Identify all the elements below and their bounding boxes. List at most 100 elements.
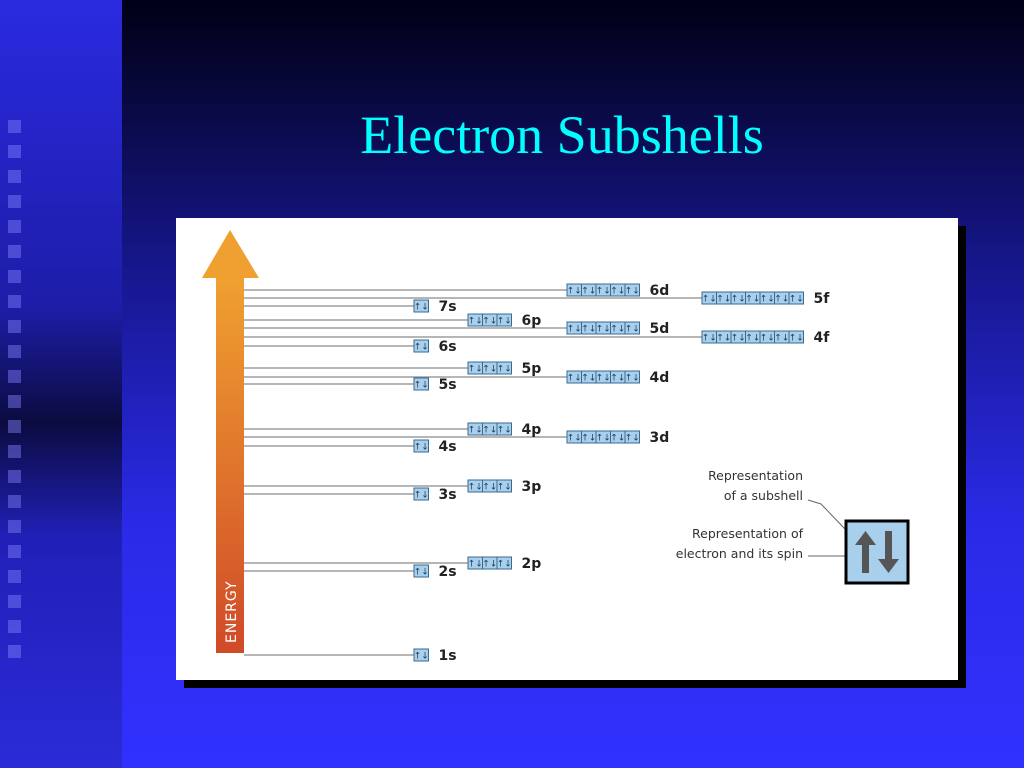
electron-spin-pair: ↑↓ [468, 483, 483, 493]
subshell-5s: ↑↓ 5s [413, 377, 457, 393]
subshell-label-7s: 7s [439, 299, 457, 315]
subshell-label-4d: 4d [650, 370, 670, 386]
electron-spin-pair: ↑↓ [581, 287, 596, 297]
electron-spin-pair: ↑↓ [745, 334, 760, 344]
energy-axis-label: ENERGY [224, 580, 240, 643]
energy-arrow-head [202, 230, 259, 278]
side-square [8, 320, 21, 333]
subshell-label-3s: 3s [439, 487, 457, 503]
subshell-label-3p: 3p [522, 479, 542, 495]
electron-spin-pair: ↑↓ [610, 434, 625, 444]
orbital-box [496, 479, 512, 493]
orbital-box [413, 339, 429, 353]
subshell-3s: ↑↓3s [413, 487, 457, 503]
legend-down-arrow-icon [878, 531, 899, 573]
side-decoration-strip [0, 0, 122, 768]
electron-spin-pair: ↑↓ [731, 295, 746, 305]
side-square [8, 470, 21, 483]
electron-spin-pair: ↑↓ [468, 560, 483, 570]
orbital-box [413, 299, 429, 313]
side-square [8, 445, 21, 458]
electron-spin-pair: ↑↓ [414, 652, 429, 662]
subshell-label-5s: 5s [439, 377, 457, 393]
legend-up-arrow-icon [855, 531, 876, 573]
subshell-3p: ↑↓↑↓↑↓3p [467, 479, 542, 495]
electron-spin-pair: ↑↓ [414, 568, 429, 578]
electron-spin-pair: ↑↓ [596, 287, 611, 297]
electron-spin-pair: ↑↓ [625, 434, 640, 444]
subshell-2p: ↑↓↑↓↑↓2p [467, 556, 541, 572]
side-square [8, 170, 21, 183]
orbital-box [624, 321, 640, 335]
orbital-box [413, 377, 429, 391]
side-square [8, 420, 21, 433]
subshell-label-5f: 5f [814, 291, 831, 307]
side-square [8, 195, 21, 208]
electron-spin-pair: ↑↓ [789, 334, 804, 344]
electron-spin-pair: ↑↓ [482, 483, 497, 493]
electron-spin-pair: ↑↓ [482, 317, 497, 327]
orbital-box [624, 430, 640, 444]
side-square [8, 395, 21, 408]
electron-spin-pair: ↑↓ [625, 374, 640, 384]
side-square [8, 120, 21, 133]
orbital-box [496, 361, 512, 375]
orbital-box [496, 313, 512, 327]
side-square [8, 595, 21, 608]
subshell-1s: ↑↓ 1s [413, 648, 457, 664]
electron-spin-pair: ↑↓ [731, 334, 746, 344]
electron-spin-pair: ↑↓ [774, 295, 789, 305]
electron-spin-pair: ↑↓ [414, 443, 429, 453]
side-square [8, 370, 21, 383]
side-square [8, 545, 21, 558]
electron-spin-pair: ↑↓ [414, 303, 429, 313]
energy-arrow-shaft [216, 278, 244, 653]
electron-spin-pair: ↑↓ [482, 365, 497, 375]
subshell-label-5p: 5p [522, 361, 542, 377]
side-square [8, 645, 21, 658]
orbital-box [496, 556, 512, 570]
electron-spin-pair: ↑↓ [581, 434, 596, 444]
orbital-box [496, 422, 512, 436]
energy-arrow: ENERGY [202, 230, 259, 653]
subshell-label-4f: 4f [814, 330, 831, 346]
orbital-box [413, 648, 429, 662]
electron-spin-pair: ↑↓ [567, 374, 582, 384]
subshell-label-6d: 6d [650, 283, 670, 299]
electron-spin-pair: ↑↓ [497, 483, 512, 493]
electron-spin-pair: ↑↓ [702, 295, 717, 305]
electron-spin-pair: ↑↓ [760, 334, 775, 344]
subshell-2s: ↑↓2s [413, 564, 457, 580]
electron-spin-pair: ↑↓ [497, 560, 512, 570]
legend-subshell-note-line1: Representation [708, 468, 803, 483]
subshell-6s: ↑↓ 6s [413, 339, 457, 355]
electron-spin-pair: ↑↓ [414, 343, 429, 353]
orbital-box [413, 564, 429, 578]
electron-spin-pair: ↑↓ [596, 434, 611, 444]
subshell-6p: ↑↓↑↓↑↓6p [467, 313, 541, 329]
electron-spin-pair: ↑↓ [610, 374, 625, 384]
subshell-label-6s: 6s [439, 339, 457, 355]
electron-spin-pair: ↑↓ [468, 426, 483, 436]
electron-spin-pair: ↑↓ [497, 317, 512, 327]
orbital-box [624, 283, 640, 297]
subshell-label-5d: 5d [650, 321, 670, 337]
subshell-label-1s: 1s [439, 648, 457, 664]
side-square [8, 620, 21, 633]
legend-orbital-box [844, 519, 910, 585]
orbital-box [788, 330, 804, 344]
legend-subshell-note-line2: of a subshell [724, 488, 803, 503]
side-square [8, 245, 21, 258]
electron-spin-pair: ↑↓ [414, 381, 429, 391]
electron-spin-pair: ↑↓ [745, 295, 760, 305]
legend-electron-note-line1: Representation of [692, 526, 804, 541]
side-square-pattern [8, 120, 28, 670]
electron-spin-pair: ↑↓ [760, 295, 775, 305]
subshell-label-3d: 3d [650, 430, 670, 446]
orbital-box [413, 439, 429, 453]
slide-title: Electron Subshells [360, 105, 764, 165]
electron-spin-pair: ↑↓ [789, 295, 804, 305]
electron-spin-pair: ↑↓ [610, 287, 625, 297]
legend-electron-note-line2: electron and its spin [676, 546, 803, 561]
electron-spin-pair: ↑↓ [581, 325, 596, 335]
